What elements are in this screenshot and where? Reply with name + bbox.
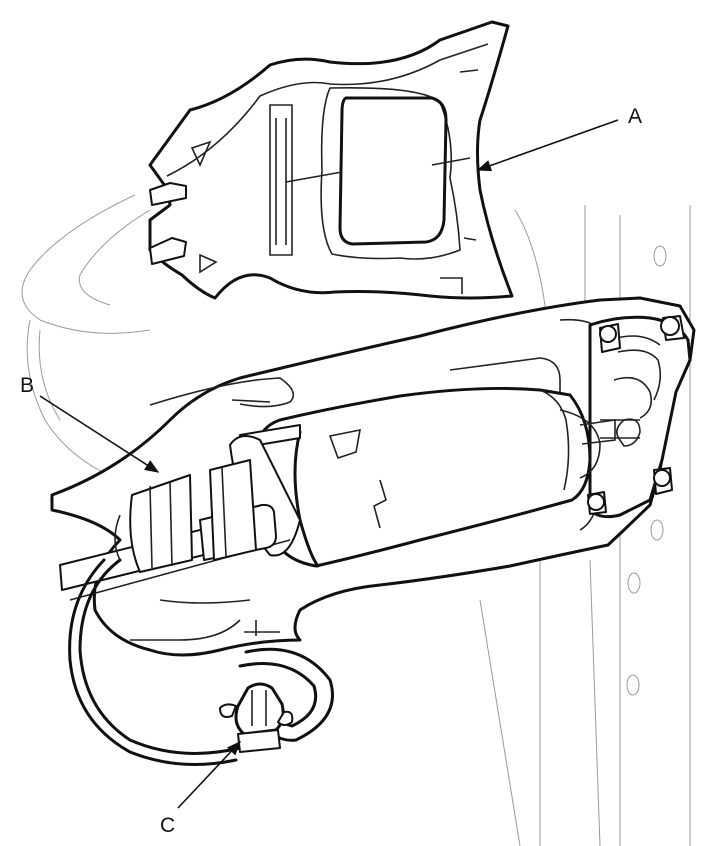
leader-line-c bbox=[177, 740, 241, 809]
wiring-harness bbox=[68, 514, 334, 766]
leader-lines bbox=[39, 119, 619, 809]
clip-b bbox=[129, 459, 257, 573]
clip-c bbox=[219, 682, 294, 753]
leader-line-b bbox=[39, 395, 160, 473]
callout-label-a: A bbox=[628, 105, 642, 128]
callout-label-c: C bbox=[160, 814, 175, 837]
leader-line-a bbox=[476, 119, 619, 172]
cover-panel bbox=[148, 20, 514, 300]
callout-label-b: B bbox=[20, 374, 34, 397]
motor-housing-right bbox=[587, 315, 692, 519]
actuator-cylinder bbox=[229, 386, 616, 568]
